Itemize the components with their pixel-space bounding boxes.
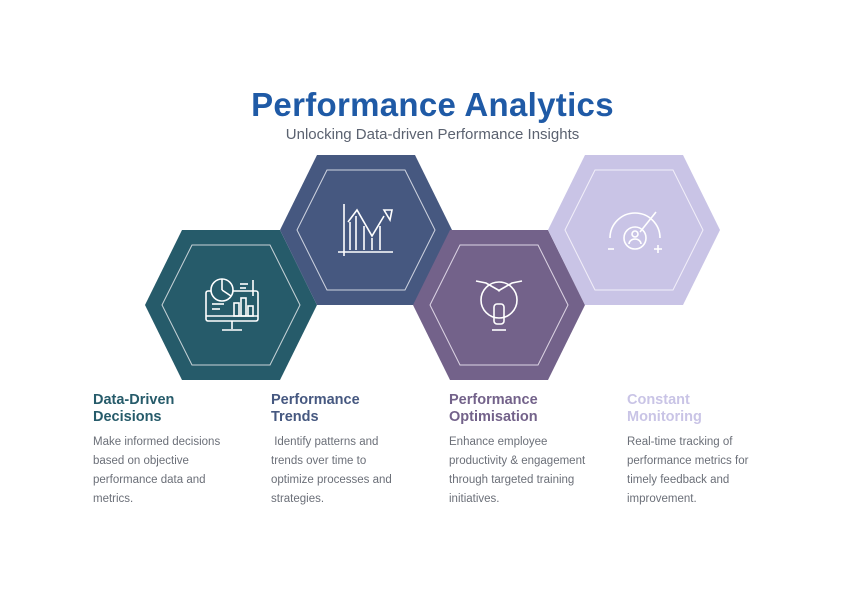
heading-line: Decisions [93, 409, 162, 425]
heading-line: Monitoring [627, 409, 702, 425]
teamwork-hands-icon [475, 280, 523, 331]
description-line: Enhance employee [449, 436, 548, 448]
page-subtitle: Unlocking Data-driven Performance Insigh… [285, 126, 580, 143]
description-line: metrics. [93, 493, 134, 505]
description-line: initiatives. [449, 493, 500, 505]
feature-description: Make informed decisions based on objectiv… [93, 433, 268, 509]
heading-line: Performance [271, 392, 360, 408]
hexagon-performance-trends [280, 155, 452, 305]
heading-line: Trends [271, 409, 319, 425]
hexagon-data-driven [145, 230, 317, 380]
trend-chart-icon [338, 204, 393, 256]
description-line: timely feedback and [627, 474, 730, 486]
description-line: through targeted training [449, 474, 575, 486]
heading-line: Data-Driven [93, 392, 175, 408]
description-line: performance metrics for [627, 455, 749, 467]
description-line: trends over time to [271, 455, 367, 467]
description-line: strategies. [271, 493, 325, 505]
hexagon-constant-monitoring [548, 155, 720, 305]
description-line: Real-time tracking of [627, 436, 733, 448]
hexagon-performance-optimisation [413, 230, 585, 380]
description-line: optimize processes and [271, 474, 392, 486]
feature-description: Identify patterns and trends over time to… [271, 433, 446, 509]
page-title: Performance Analytics [251, 86, 614, 123]
performance-gauge-icon [608, 211, 662, 253]
feature-description: Real-time tracking of performance metrics… [627, 433, 802, 509]
computer-analytics-icon [205, 278, 259, 331]
description-line: performance data and [93, 474, 206, 486]
description-line: Make informed decisions [93, 436, 221, 448]
feature-description: Enhance employee productivity & engagemen… [449, 433, 624, 509]
heading-line: Performance [449, 392, 538, 408]
heading-line: Constant [627, 392, 690, 408]
description-line: based on objective [93, 455, 189, 467]
description-line: improvement. [627, 493, 697, 505]
description-line: Identify patterns and [271, 436, 379, 448]
heading-line: Optimisation [449, 409, 538, 425]
description-line: productivity & engagement [449, 455, 586, 467]
